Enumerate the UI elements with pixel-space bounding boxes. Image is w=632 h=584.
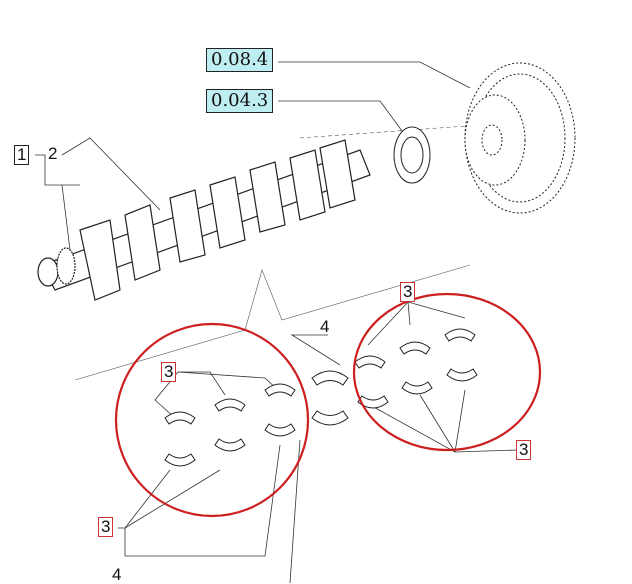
highlight-circle-left	[114, 322, 310, 518]
highlight-circles	[114, 292, 542, 518]
leader-3-left-a	[178, 371, 226, 396]
shell-l2b	[214, 438, 246, 452]
ref-box-0-08-4[interactable]: 0.08.4	[206, 48, 274, 72]
callout-1: 1	[14, 145, 30, 165]
perspective-lines	[74, 124, 481, 381]
leader-4-mid	[290, 334, 341, 366]
callout-4-mid: 4	[320, 317, 330, 336]
crank-web-2	[124, 204, 161, 281]
timing-gear	[393, 126, 431, 184]
bearing-shells	[164, 328, 478, 467]
leader-3-bl-a	[118, 469, 171, 529]
crank-web-7	[319, 139, 356, 209]
leader-3-right-c	[454, 389, 466, 453]
crank-web-6	[289, 149, 326, 221]
flywheel	[464, 62, 576, 214]
shell-l3a	[264, 383, 296, 397]
callout-3-top: 3	[400, 282, 416, 302]
leader-3-top-b	[407, 301, 466, 319]
thrust-shell-a	[311, 370, 349, 386]
shell-r3b	[446, 368, 478, 382]
callout-3-left: 3	[161, 362, 177, 382]
thrust-shell-b	[311, 410, 349, 426]
crank-web-3	[169, 189, 206, 263]
leader-lines	[35, 61, 519, 583]
shell-l2a	[214, 398, 246, 412]
leader-3-right-b	[419, 394, 456, 453]
highlight-circle-right	[352, 292, 542, 452]
shell-r2a	[399, 341, 431, 355]
shell-r2b	[401, 381, 433, 395]
leader-3-left-b	[177, 371, 281, 393]
callout-3-right: 3	[516, 440, 532, 460]
leader-3-right-a	[369, 404, 519, 453]
leader-2b	[61, 184, 71, 251]
ref-box-0-04-3[interactable]: 0.04.3	[206, 89, 274, 113]
crank-web-4	[209, 176, 246, 249]
ground-guide	[74, 264, 471, 381]
leader-0-04-3	[278, 100, 406, 136]
shell-l1b	[164, 453, 196, 467]
crank-nose	[37, 257, 59, 287]
leader-1	[35, 154, 80, 186]
leader-0-08-4	[278, 61, 471, 89]
leader-3-bl-c	[124, 444, 281, 557]
shell-l1a	[164, 411, 196, 425]
callout-2: 2	[48, 144, 58, 163]
crankshaft	[37, 139, 371, 301]
shell-r1a	[354, 355, 386, 369]
axis-guide	[299, 124, 481, 139]
crank-web-5	[249, 161, 286, 233]
callout-4-bottom: 4	[112, 565, 122, 584]
shell-l3b	[264, 423, 296, 437]
leader-2	[61, 137, 161, 211]
shell-r1b	[357, 395, 389, 409]
crank-gear	[56, 247, 76, 285]
crank-web-1	[79, 219, 121, 301]
leader-3-top-a	[407, 301, 411, 326]
leader-3-top-c	[367, 301, 409, 346]
shell-r3a	[444, 328, 476, 342]
leader-3-bl-b	[124, 469, 221, 529]
callout-3-bottom-left: 3	[98, 517, 114, 537]
